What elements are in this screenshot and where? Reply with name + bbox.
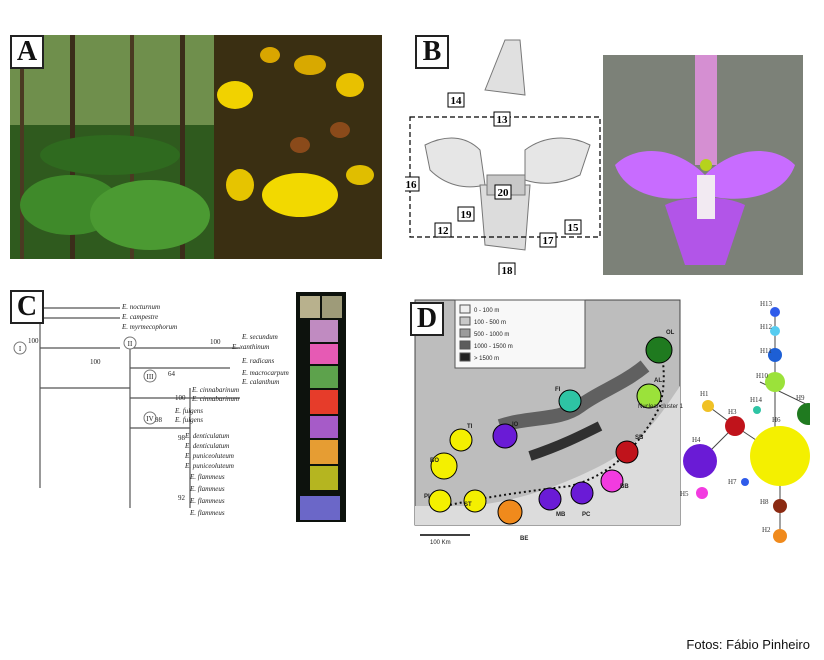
site-PC: PC [582, 512, 591, 518]
hap-H7: H7 [728, 478, 737, 486]
panel-c: I II III IV 100 100 100 64 100 98 98 92 … [10, 288, 350, 533]
bootstrap-8: 92 [178, 494, 186, 502]
taxon-4: E. secundum [241, 333, 278, 341]
scale-bar-label: 100 Km [430, 540, 451, 546]
taxon-2: E. campestre [121, 313, 158, 321]
measure-19: 19 [461, 209, 473, 221]
site-PI: PI [424, 494, 430, 500]
site-BB: BB [620, 484, 629, 490]
taxon-1: E. nocturnum [121, 303, 160, 311]
taxon-7: E. macrocarpum [241, 369, 289, 377]
taxon-19: E. flammeus [189, 497, 225, 505]
panel-a-photos [10, 35, 382, 259]
measure-13: 13 [497, 114, 509, 126]
bootstrap-6: 98 [155, 416, 163, 424]
hap-H10: H10 [756, 372, 769, 380]
panel-b-label: B [415, 35, 449, 69]
site-ST: ST [464, 502, 472, 508]
taxon-10: E. cinnabarinum [191, 395, 239, 403]
taxon-12: E. fulgens [174, 416, 203, 424]
taxon-5: E. xanthinum [231, 343, 269, 351]
measure-17: 17 [543, 235, 555, 247]
hap-H6: H6 [772, 416, 781, 424]
hap-H5: H5 [680, 490, 689, 498]
hap-H11: H11 [760, 347, 772, 355]
panel-b: 14 13 16 20 19 12 17 15 18 B [402, 35, 815, 278]
photo-credit: Fotos: Fábio Pinheiro [686, 637, 810, 652]
taxon-16: E. puniceoluteum [184, 462, 234, 470]
bootstrap-2: 100 [90, 358, 101, 366]
legend-100-500: 100 - 500 m [474, 320, 506, 326]
hap-H12: H12 [760, 323, 773, 331]
site-IO: IO [512, 422, 519, 428]
bootstrap-7: 98 [178, 434, 186, 442]
panel-a: A [10, 35, 382, 259]
panel-c-label: C [10, 290, 44, 324]
map-and-network: 0 - 100 m 100 - 500 m 500 - 1000 m 1000 … [414, 299, 819, 546]
site-BE: BE [520, 536, 528, 542]
measure-16: 16 [406, 179, 418, 191]
taxon-3: E. myrmecophorum [121, 323, 177, 331]
hap-H8: H8 [760, 498, 769, 506]
clade-IV: IV [146, 415, 153, 423]
legend-over-1500: > 1500 m [474, 356, 499, 362]
taxon-8: E. calanthum [241, 378, 279, 386]
hap-H13: H13 [760, 300, 773, 308]
taxon-18: E. flammeus [189, 485, 225, 493]
site-BO: BO [430, 458, 439, 464]
panel-a-label: A [10, 35, 44, 69]
site-SB: SB [635, 435, 644, 441]
site-TI: TI [467, 424, 473, 430]
hap-H1: H1 [700, 390, 709, 398]
site-OL: OL [666, 330, 675, 336]
taxon-20: E. flammeus [189, 509, 225, 517]
site-AL: AL [654, 378, 662, 384]
clade-I: I [19, 345, 22, 353]
site-MB: MB [556, 512, 566, 518]
measure-15: 15 [568, 222, 580, 234]
bootstrap-3: 100 [210, 338, 221, 346]
taxon-11: E. fulgens [174, 407, 203, 415]
bootstrap-4: 64 [168, 370, 176, 378]
hap-H3: H3 [728, 408, 737, 416]
hap-H14: H14 [750, 396, 763, 404]
taxon-6: E. radicans [241, 357, 275, 365]
legend-1000-1500: 1000 - 1500 m [474, 344, 513, 350]
taxon-17: E. flammeus [189, 473, 225, 481]
nuclear-cluster-note: Nuclear cluster 1 [638, 404, 684, 410]
bootstrap-5: 100 [175, 394, 186, 402]
legend-500-1000: 500 - 1000 m [474, 332, 509, 338]
hap-H2: H2 [762, 526, 771, 534]
measure-14: 14 [451, 95, 463, 107]
panel-d-label: D [410, 302, 444, 336]
bootstrap-1: 100 [28, 337, 39, 345]
taxon-14: E. denticulatum [184, 442, 229, 450]
panel-b-drawing: 14 13 16 20 19 12 17 15 18 [402, 39, 803, 278]
legend-0-100: 0 - 100 m [474, 308, 499, 314]
clade-II: II [128, 340, 133, 348]
hap-H4: H4 [692, 436, 701, 444]
phylogenetic-tree: I II III IV 100 100 100 64 100 98 98 92 … [13, 292, 346, 522]
clade-III: III [147, 373, 155, 381]
taxon-15: E. puniceoluteum [184, 452, 234, 460]
panel-d: 0 - 100 m 100 - 500 m 500 - 1000 m 1000 … [410, 296, 819, 546]
site-FI: FI [555, 387, 561, 393]
taxon-9: E. cinnabarinum [191, 386, 239, 394]
measure-12: 12 [438, 225, 450, 237]
taxon-13: E. denticulatum [184, 432, 229, 440]
hap-H9: H9 [796, 394, 805, 402]
measure-18: 18 [502, 265, 514, 275]
measure-20: 20 [498, 187, 510, 199]
